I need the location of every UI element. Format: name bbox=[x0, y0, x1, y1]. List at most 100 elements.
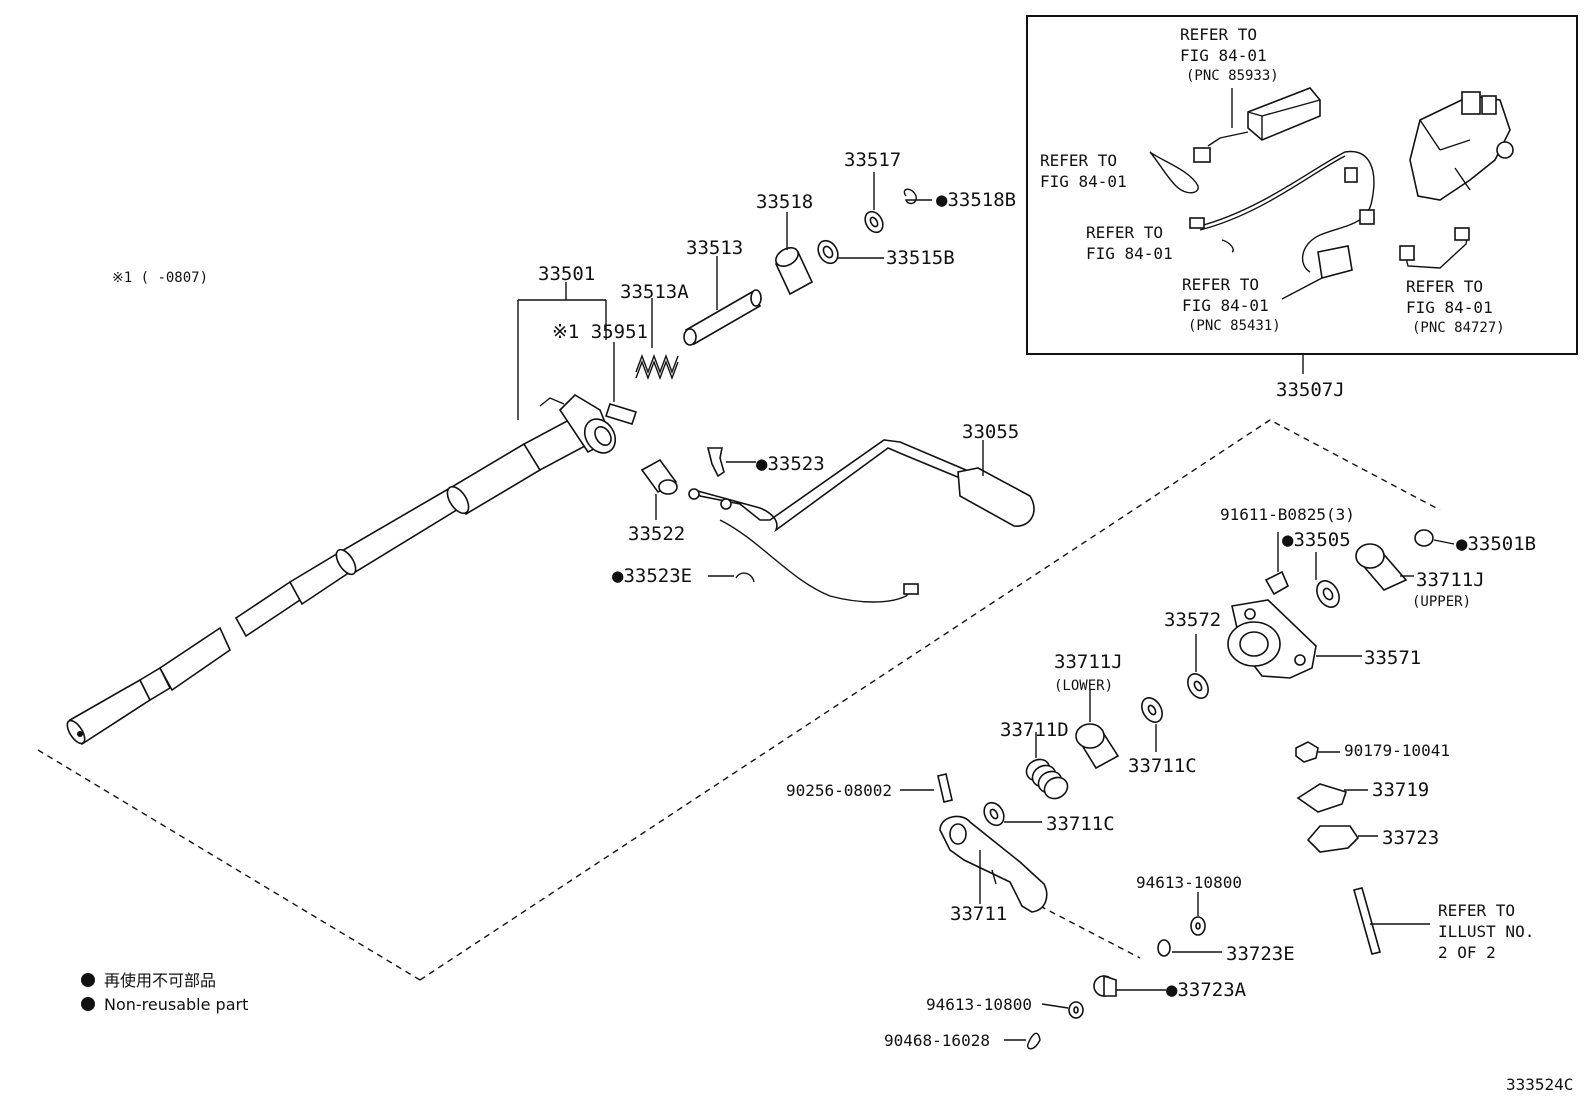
label-33507J: 33507J bbox=[1276, 379, 1345, 401]
label-90468: 90468-16028 bbox=[884, 1031, 990, 1050]
label-33501B: ●33501B bbox=[1456, 533, 1536, 555]
label-33711J-lower: 33711J bbox=[1054, 651, 1123, 673]
label-33711C-b: 33711C bbox=[1046, 813, 1115, 835]
label-33505: ●33505 bbox=[1282, 529, 1351, 551]
nut-90179 bbox=[1295, 741, 1340, 763]
label-33723: 33723 bbox=[1382, 827, 1439, 849]
rod-refer-illust bbox=[1353, 887, 1430, 955]
inset-ref5-line2: FIG 84-01 bbox=[1406, 298, 1493, 317]
dashed-boundary bbox=[37, 419, 1441, 981]
lever-33055 bbox=[688, 439, 1035, 603]
label-33711J-upper: 33711J bbox=[1416, 569, 1485, 591]
inset-ref2-line1: REFER TO bbox=[1040, 151, 1117, 170]
inset-frame bbox=[1026, 15, 1578, 355]
note-marker: ※1 ( -0807) bbox=[112, 270, 208, 286]
pin-33513 bbox=[683, 256, 762, 346]
leader-33501 bbox=[517, 282, 607, 420]
spring-33711D bbox=[1025, 732, 1069, 800]
label-33515B: 33515B bbox=[886, 247, 955, 269]
label-33055: 33055 bbox=[962, 421, 1019, 443]
bushing-33711J-lower bbox=[1075, 690, 1120, 770]
legend-dot-jp bbox=[81, 973, 95, 987]
cotter-pin-90468 bbox=[1004, 1032, 1041, 1050]
label-lower: (LOWER) bbox=[1054, 678, 1113, 694]
label-90256: 90256-08002 bbox=[786, 781, 892, 800]
spring-33513A bbox=[635, 298, 679, 380]
washer-33517 bbox=[864, 172, 884, 234]
label-33723A: ●33723A bbox=[1166, 979, 1247, 1001]
label-33518: 33518 bbox=[756, 191, 813, 213]
label-91611: 91611-B0825(3) bbox=[1220, 505, 1355, 524]
legend-en: Non-reusable part bbox=[104, 995, 248, 1014]
ring-33501B bbox=[1414, 529, 1434, 547]
label-33522: 33522 bbox=[628, 523, 685, 545]
legend-dot-en bbox=[81, 997, 95, 1011]
inset-ref1-line3: (PNC 85933) bbox=[1186, 68, 1279, 84]
label-33523E: ●33523E bbox=[612, 565, 692, 587]
switch-unit-illustration bbox=[1149, 87, 1321, 194]
label-33572: 33572 bbox=[1164, 609, 1221, 631]
label-33517: 33517 bbox=[844, 149, 901, 171]
refer-illust-line2: ILLUST NO. bbox=[1438, 922, 1534, 941]
refer-illust-line1: REFER TO bbox=[1438, 901, 1515, 920]
inset-ref1-line2: FIG 84-01 bbox=[1180, 46, 1267, 65]
label-33513: 33513 bbox=[686, 237, 743, 259]
inset-ref4-line1: REFER TO bbox=[1182, 275, 1259, 294]
part-35951-shape bbox=[604, 403, 638, 425]
label-90179: 90179-10041 bbox=[1344, 741, 1450, 760]
washer-94613-lower bbox=[1041, 1001, 1084, 1019]
label-33513A: 33513A bbox=[620, 281, 689, 303]
label-upper: (UPPER) bbox=[1412, 594, 1471, 610]
label-33523: ●33523 bbox=[756, 453, 825, 475]
label-33711: 33711 bbox=[950, 903, 1007, 925]
label-33711C-a: 33711C bbox=[1128, 755, 1197, 777]
inset-ref3-line1: REFER TO bbox=[1086, 223, 1163, 242]
inset-ref4-line2: FIG 84-01 bbox=[1182, 296, 1269, 315]
inset-ref4-line3: (PNC 85431) bbox=[1188, 318, 1281, 334]
washer-33711C-lower bbox=[983, 801, 1042, 827]
clip-33719 bbox=[1296, 783, 1368, 813]
label-33501: 33501 bbox=[538, 263, 595, 285]
bolt-33523 bbox=[706, 447, 756, 478]
part-33522 bbox=[640, 458, 678, 520]
refer-illust-line3: 2 OF 2 bbox=[1438, 943, 1496, 962]
label-33719: 33719 bbox=[1372, 779, 1429, 801]
arm-33711 bbox=[939, 815, 1048, 913]
washer-33711C-upper bbox=[1141, 697, 1163, 752]
washer-33723E bbox=[1157, 939, 1222, 957]
washer-33505 bbox=[1315, 552, 1340, 608]
wire-harness-illustration bbox=[1189, 150, 1375, 300]
label-33571: 33571 bbox=[1364, 647, 1421, 669]
collar-33518 bbox=[774, 212, 814, 296]
bolt-91611 bbox=[1264, 532, 1290, 596]
label-94613-a: 94613-10800 bbox=[1136, 873, 1242, 892]
inset-ref1-line1: REFER TO bbox=[1180, 25, 1257, 44]
dashed-link bbox=[1039, 905, 1141, 959]
bushing-33723 bbox=[1306, 825, 1378, 853]
washer-33572 bbox=[1187, 634, 1209, 699]
inset-ref2-line2: FIG 84-01 bbox=[1040, 172, 1127, 191]
diagram-code: 333524C bbox=[1506, 1075, 1573, 1094]
washer-94613-upper bbox=[1190, 892, 1206, 936]
label-35951: ※1 35951 bbox=[552, 321, 648, 343]
washer-33515B bbox=[817, 239, 884, 265]
inset-ref3-line2: FIG 84-01 bbox=[1086, 244, 1173, 263]
label-33711D: 33711D bbox=[1000, 719, 1069, 741]
clip-33518B bbox=[903, 188, 932, 205]
label-94613-b: 94613-10800 bbox=[926, 995, 1032, 1014]
bushing-33723A bbox=[1093, 974, 1166, 997]
inset-ref5-line1: REFER TO bbox=[1406, 277, 1483, 296]
legend-jp: 再使用不可部品 bbox=[104, 971, 216, 990]
clip-33523E bbox=[708, 572, 755, 583]
inset-ref5-line3: (PNC 84727) bbox=[1412, 320, 1505, 336]
bracket-33571 bbox=[1227, 599, 1362, 679]
pin-90256 bbox=[900, 773, 953, 803]
label-33518B: ●33518B bbox=[936, 189, 1016, 211]
leader-33501B bbox=[1433, 539, 1455, 545]
bracket-illustration bbox=[1399, 91, 1514, 269]
bushing-33711J-upper bbox=[1355, 543, 1414, 591]
steering-column-illustration bbox=[66, 393, 617, 746]
label-33723E: 33723E bbox=[1226, 943, 1295, 965]
